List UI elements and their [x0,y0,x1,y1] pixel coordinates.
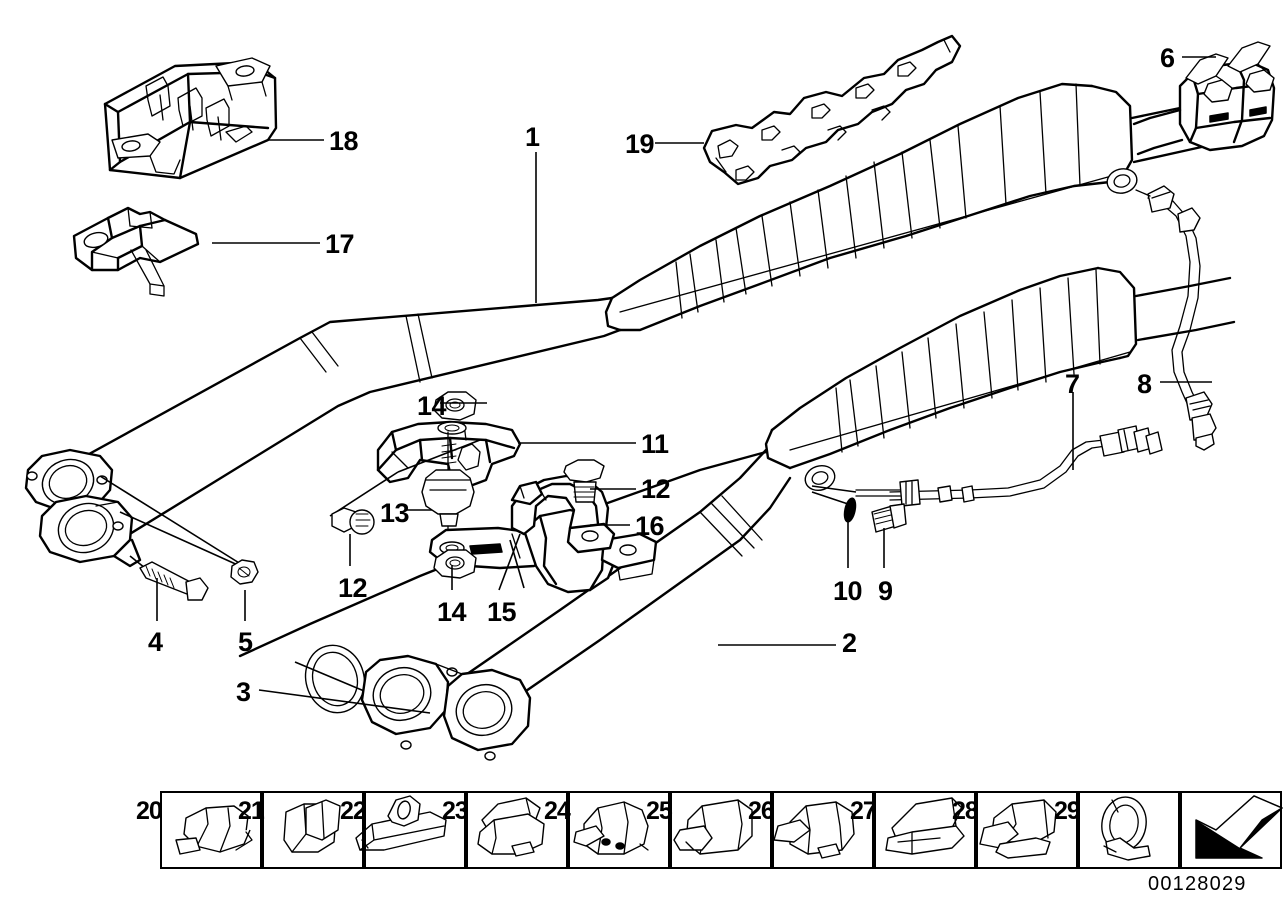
strip-box-28 [976,791,1078,869]
bottom-strip-drawings [175,795,1283,861]
part-13-rubber-mount-drawing [421,431,475,549]
callout-number-3-2: 3 [236,677,251,707]
part-17-bracket-drawing [72,206,200,297]
strip-number-26: 26 [748,797,775,825]
callout-number-15-16: 15 [487,597,517,627]
callout-number-12-12: 12 [338,573,368,603]
strip-number-20: 20 [136,797,163,825]
strip-box-arrow-direction [1180,791,1282,869]
strip-box-22 [364,791,466,869]
strip-box-21 [262,791,364,869]
callout-number-1-0: 1 [525,122,540,152]
part-9-plug-bolt-drawing [871,503,907,533]
callout-number-18-19: 18 [329,126,359,156]
strip-number-21: 21 [238,797,265,825]
callout-number-17-18: 17 [325,229,355,259]
part-19-heat-shield-drawing [702,34,962,186]
callout-number-14-14: 14 [417,391,447,421]
leader-line-3-2 [258,689,431,714]
strip-box-24 [568,791,670,869]
callout-number-16-17: 16 [635,511,665,541]
upper-left-flange-drawing [24,448,245,573]
callout-leader-lines [156,56,1216,714]
strip-box-29 [1078,791,1180,869]
lower-left-flange-drawing [360,654,532,761]
diagram-id-label: 00128029 [1148,873,1247,895]
callout-number-7-6: 7 [1065,369,1080,399]
strip-number-28: 28 [952,797,979,825]
callout-number-11-10: 11 [641,429,669,459]
callout-number-14-15: 14 [437,597,467,627]
callout-number-5-4: 5 [238,627,253,657]
callout-number-4-3: 4 [148,627,163,657]
strip-box-20 [160,791,262,869]
part-18-bracket-drawing [103,57,278,180]
leader-line-15-16 [498,533,521,591]
part-7-oxygen-sensor-drawing [804,425,1163,507]
callout-number-2-1: 2 [842,628,857,658]
strip-number-23: 23 [442,797,469,825]
part-8-oxygen-sensor-drawing [1106,168,1217,451]
callout-number-9-8: 9 [878,576,893,606]
strip-number-24: 24 [544,797,571,825]
strip-box-26 [772,791,874,869]
part-6-clamp-drawing [1132,41,1276,156]
callout-number-6-5: 6 [1160,43,1175,73]
strip-number-27: 27 [850,797,877,825]
callout-number-8-7: 8 [1137,369,1152,399]
strip-box-27 [874,791,976,869]
part-1-front-silencer-drawing [58,82,1226,542]
part-10-seal-drawing [811,491,857,523]
callout-number-13-13: 13 [380,498,410,528]
part-12-right-bolt-drawing [563,459,605,503]
strip-box-23 [466,791,568,869]
part-4-bolt-drawing [139,561,209,601]
strip-number-29: 29 [1054,797,1081,825]
part-5-nut-drawing [230,559,259,585]
part-14-lower-nut-drawing [433,549,477,579]
part-11-hanger-bracket-drawing [329,420,522,517]
strip-number-25: 25 [646,797,673,825]
part-12-left-bolt-drawing [331,507,375,535]
callout-number-10-9: 10 [833,576,863,606]
callout-number-19-20: 19 [625,129,655,159]
callout-number-12-11: 12 [641,474,671,504]
strip-box-25 [670,791,772,869]
strip-number-22: 22 [340,797,367,825]
part-14-upper-nut-drawing [433,391,477,421]
